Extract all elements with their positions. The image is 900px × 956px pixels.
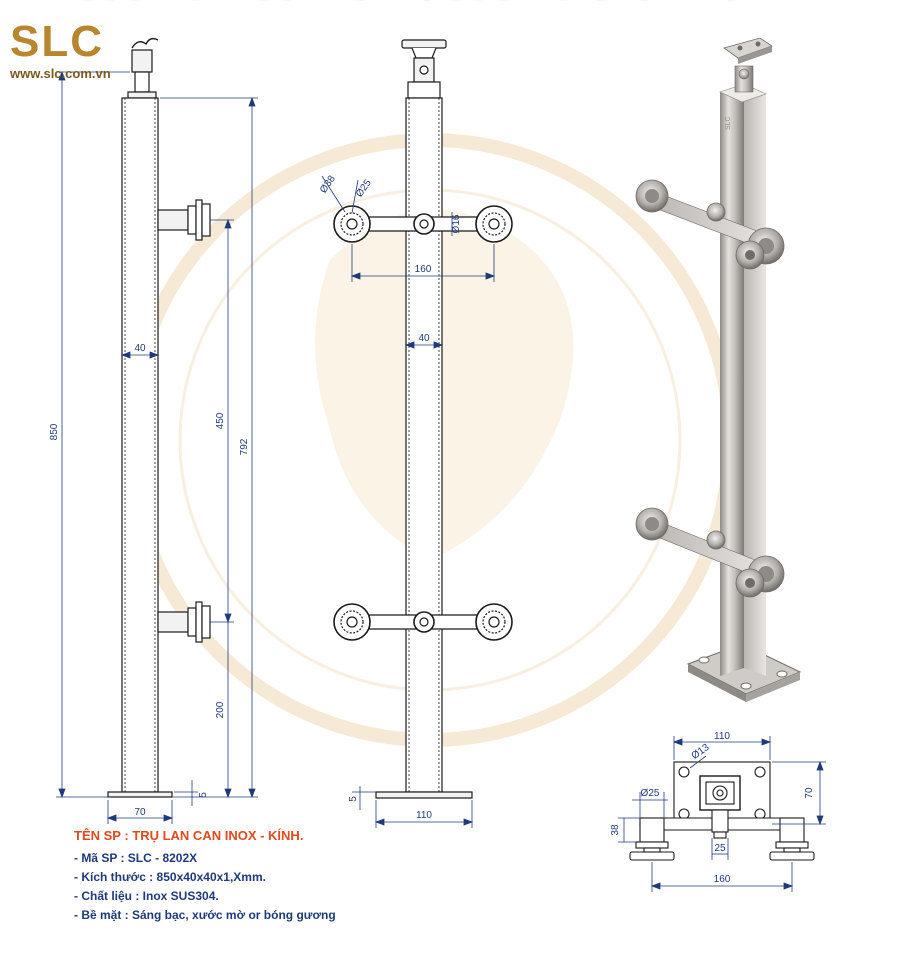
side-dimensions bbox=[321, 175, 496, 828]
dim-outer-diameter: Ø38 bbox=[318, 173, 338, 195]
dim-clamp-spacing: 450 bbox=[215, 412, 226, 429]
front-view bbox=[107, 37, 211, 798]
product-title: TÊN SP : TRỤ LAN CAN INOX - KÍNH. bbox=[74, 828, 304, 843]
base-detail-dimensions bbox=[618, 736, 826, 892]
dim-plate-hole: Ø13 bbox=[690, 742, 712, 762]
watermark-text: NHAT THANG CAT TUONG bbox=[0, 0, 758, 10]
base-detail-view bbox=[629, 761, 815, 861]
post-brand-mark: SLC bbox=[725, 116, 732, 130]
dim-side-base-thickness: 5 bbox=[348, 796, 359, 802]
front-dimension-labels: 850 792 450 200 40 70 5 bbox=[49, 343, 250, 818]
product-material: - Chất liệu : Inox SUS304. bbox=[74, 889, 219, 903]
brand-logo: SLC www.slc.com.vn bbox=[10, 17, 111, 82]
dim-base-thickness: 5 bbox=[198, 792, 209, 798]
dim-plate-width: 110 bbox=[714, 731, 730, 742]
front-dimensions bbox=[56, 70, 258, 824]
dim-clamp-height: 38 bbox=[610, 824, 621, 836]
product-spec: TÊN SP : TRỤ LAN CAN INOX - KÍNH. - Mã S… bbox=[74, 828, 336, 927]
dim-side-base-width: 110 bbox=[416, 810, 432, 821]
dim-detail-arm-span: 160 bbox=[714, 874, 731, 885]
dim-total-height: 850 bbox=[49, 423, 60, 440]
product-finish: - Bề mặt : Sáng bạc, xước mờ or bóng gươ… bbox=[74, 908, 336, 922]
dim-lower-offset: 200 bbox=[215, 701, 226, 718]
website-link[interactable]: www.slc.com.vn bbox=[10, 66, 111, 81]
dim-side-post-width: 40 bbox=[418, 333, 430, 344]
dim-arm-span: 160 bbox=[415, 264, 432, 275]
dim-upper-gap: 792 bbox=[239, 438, 250, 455]
dim-hole-diameter: Ø16 bbox=[451, 214, 462, 233]
product-code: - Mã SP : SLC - 8202X bbox=[74, 851, 198, 865]
dim-stem-width: 25 bbox=[714, 843, 726, 854]
product-size: - Kích thước : 850x40x40x1,Xmm. bbox=[74, 870, 266, 884]
dim-post-width: 40 bbox=[134, 343, 146, 354]
isometric-view: SLC bbox=[635, 37, 802, 702]
dim-base-width: 70 bbox=[134, 807, 146, 818]
dim-plate-height: 70 bbox=[804, 787, 815, 799]
dim-clamp-diameter: Ø25 bbox=[641, 788, 660, 799]
logo-text: SLC bbox=[10, 17, 104, 66]
side-view bbox=[333, 39, 513, 799]
